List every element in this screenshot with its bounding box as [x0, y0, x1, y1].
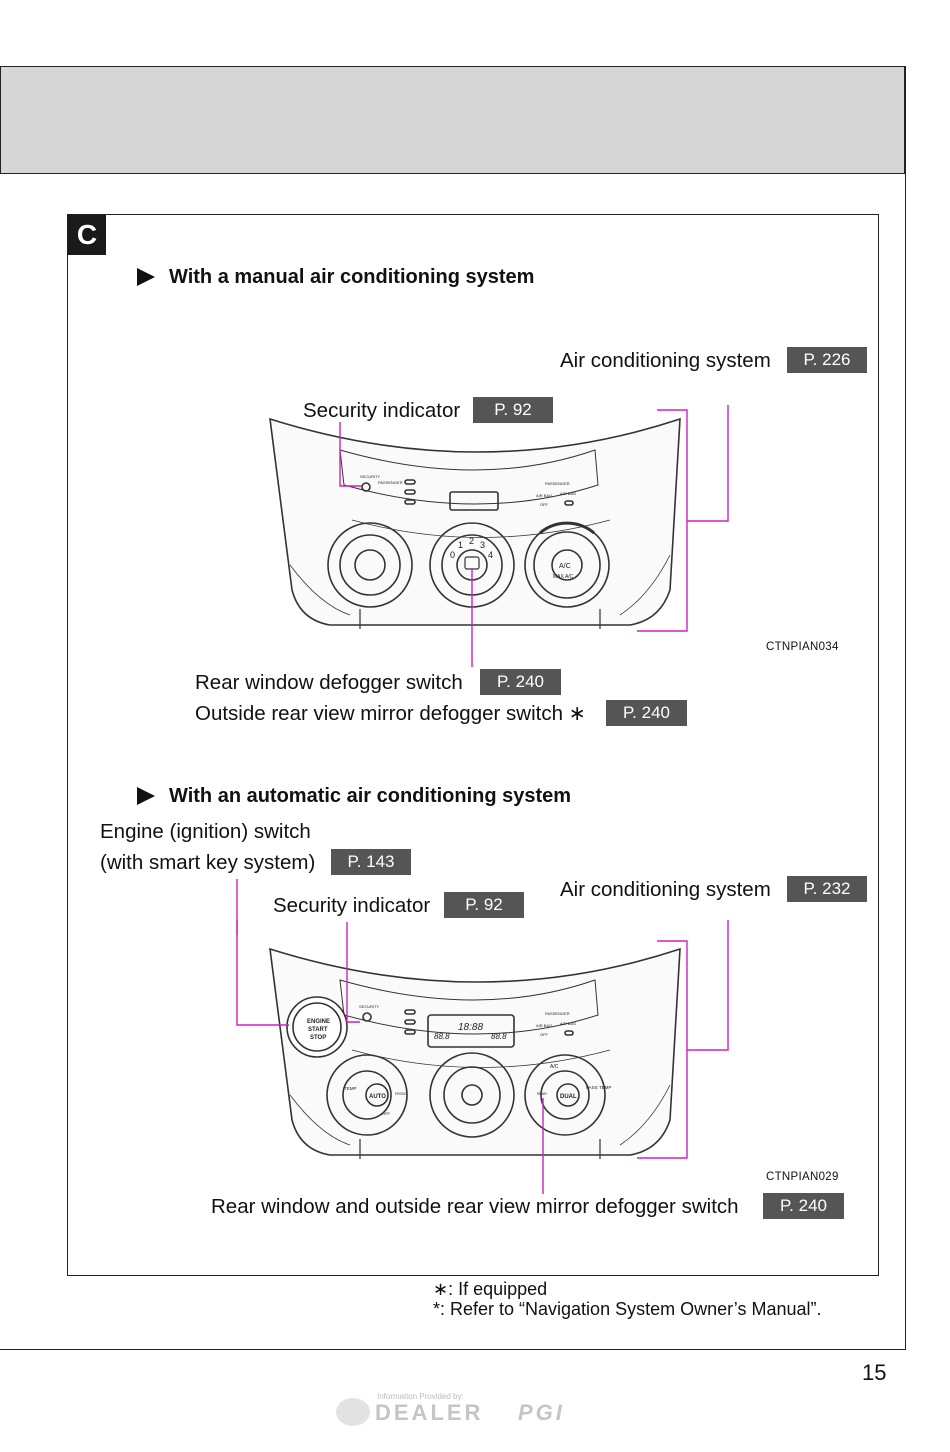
fan-0-text: 0	[450, 550, 455, 560]
manual-rear-defogger-label: Rear window defogger switch	[195, 671, 463, 694]
panel-max-ac-text: MAX A/C	[553, 574, 574, 580]
panel-rear-text: REAR	[537, 1092, 547, 1096]
automatic-ac-page-ref[interactable]: P. 232	[787, 876, 867, 902]
manual-control-panel-illustration: SECURITY PASSENGER PASSENGER AIR BAG AIR…	[269, 417, 681, 629]
panel-display-right-temp: 88.8	[491, 1032, 507, 1041]
panel-security-text: SECURITY	[360, 474, 381, 479]
automatic-heading-text: With an automatic air conditioning syste…	[169, 785, 572, 807]
content-frame	[67, 214, 879, 1276]
automatic-security-page-ref[interactable]: P. 92	[444, 892, 524, 918]
page-number: 15	[862, 1360, 887, 1385]
fan-1-text: 1	[458, 540, 463, 550]
bullet-triangle-icon	[137, 268, 155, 286]
panel-temp-text: TEMP	[344, 1086, 357, 1091]
manual-rear-defogger-page-ref[interactable]: P. 240	[480, 669, 561, 695]
dealer-logo-icon	[336, 1398, 370, 1426]
panel-start-text: START	[308, 1027, 328, 1033]
panel-off-text-2: OFF	[540, 1032, 549, 1037]
panel-engine-text: ENGINE	[307, 1019, 330, 1025]
manual-heading: With a manual air conditioning system	[137, 266, 534, 289]
engine-leader-top	[236, 879, 238, 935]
automatic-figure-code: CTNPIAN029	[766, 1171, 839, 1183]
manual-figure-code: CTNPIAN034	[766, 641, 839, 653]
engine-switch-label-line2: (with smart key system)	[100, 851, 316, 874]
panel-passenger-text-3: PASSENGER	[545, 1011, 570, 1016]
automatic-rear-defogger-page-ref[interactable]: P. 240	[763, 1193, 844, 1219]
panel-off-text-3: OFF	[382, 1111, 391, 1116]
panel-passenger-text-2: PASSENGER	[545, 481, 570, 486]
manual-mirror-defogger-label: Outside rear view mirror defogger switch…	[195, 702, 586, 725]
automatic-rear-defogger-label: Rear window and outside rear view mirror…	[211, 1195, 739, 1218]
panel-display-left-temp: 88.8	[434, 1032, 450, 1041]
engine-switch-label-line1: Engine (ignition) switch	[100, 820, 311, 843]
panel-passenger-text: PASSENGER	[378, 480, 403, 485]
panel-airbag-text-2: AIR BAG	[560, 491, 576, 496]
manual-security-label: Security indicator	[303, 399, 461, 422]
footnote-navigation: *: Refer to “Navigation System Owner’s M…	[433, 1299, 822, 1319]
automatic-control-panel-illustration: ENGINE START STOP SECURITY PASSENGER AIR…	[269, 947, 681, 1159]
manual-heading-text: With a manual air conditioning system	[169, 266, 535, 288]
manual-security-page-ref[interactable]: P. 92	[473, 397, 553, 423]
panel-auto-text: AUTO	[369, 1094, 386, 1100]
footer-provided-by: Information Provided by:	[377, 1392, 464, 1401]
fan-2-text: 2	[469, 536, 474, 546]
panel-off-text: OFF	[540, 502, 549, 507]
fan-4-text: 4	[488, 550, 493, 560]
fan-3-text: 3	[480, 540, 485, 550]
footnote-if-equipped: ∗: If equipped	[433, 1279, 548, 1299]
panel-airbag-text-3: AIR BAG	[536, 1023, 552, 1028]
automatic-security-label: Security indicator	[273, 894, 431, 917]
automatic-heading: With an automatic air conditioning syste…	[137, 785, 571, 808]
panel-dual-text: DUAL	[560, 1094, 577, 1100]
manual-ac-page-ref[interactable]: P. 226	[787, 347, 867, 373]
panel-security-text-2: SECURITY	[359, 1004, 380, 1009]
manual-leader-lines	[339, 405, 729, 667]
panel-pass-temp-text: PASS TEMP	[586, 1085, 611, 1090]
header-band	[0, 66, 905, 174]
panel-airbag-text-4: AIR BAG	[560, 1021, 576, 1026]
panel-front-text: FRONT	[395, 1092, 408, 1096]
automatic-ac-label: Air conditioning system	[560, 878, 771, 901]
manual-mirror-defogger-page-ref[interactable]: P. 240	[606, 700, 687, 726]
bullet-triangle-icon	[137, 787, 155, 805]
panel-display-time: 18:88	[458, 1022, 483, 1033]
engine-switch-page-ref[interactable]: P. 143	[331, 849, 411, 875]
panel-ac-text: A/C	[559, 563, 571, 570]
section-badge: C	[68, 215, 106, 255]
manual-ac-label: Air conditioning system	[560, 349, 771, 372]
page-bottom-rule	[0, 1349, 906, 1350]
panel-airbag-text: AIR BAG	[536, 493, 552, 498]
panel-stop-text: STOP	[310, 1035, 326, 1041]
automatic-leader-lines	[236, 920, 729, 1194]
footer-pgi-logo-text: PGI	[518, 1400, 565, 1425]
footer-dealer-logo-text: DEALER	[375, 1400, 484, 1425]
page-right-rule	[905, 66, 906, 1350]
panel-ac-text-2: A/C	[550, 1064, 559, 1070]
